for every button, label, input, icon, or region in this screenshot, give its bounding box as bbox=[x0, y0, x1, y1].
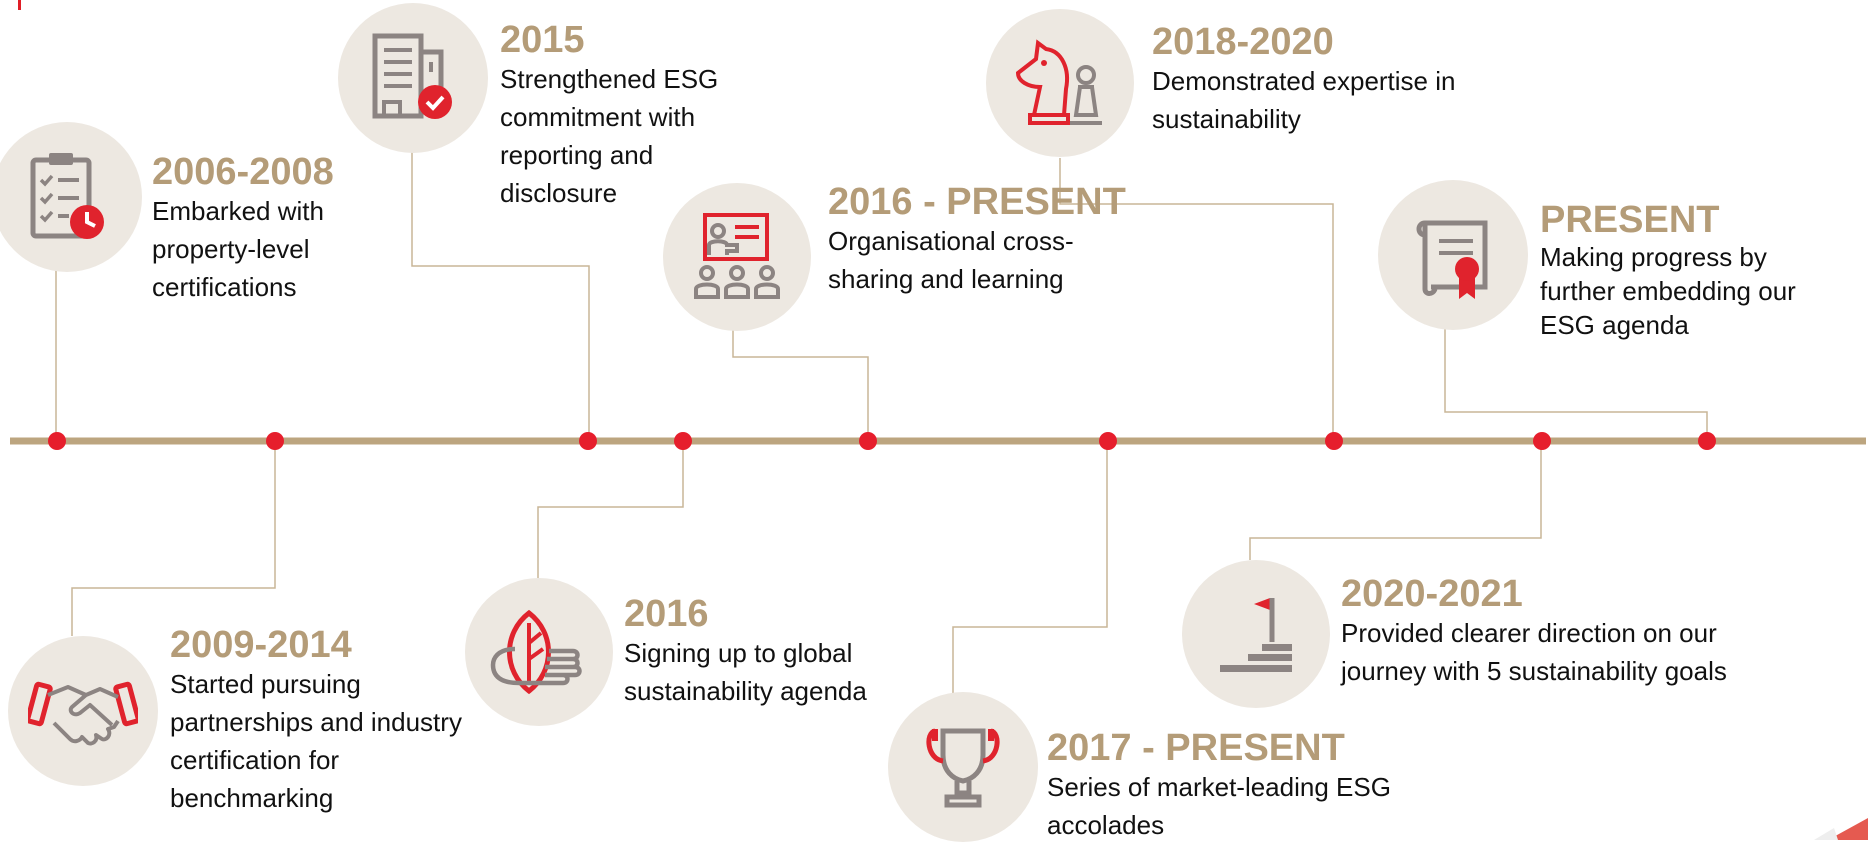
trophy-icon bbox=[921, 721, 1005, 813]
timeline-dot bbox=[1325, 432, 1343, 450]
connector-2017-present bbox=[952, 441, 1108, 695]
timeline-dot bbox=[579, 432, 597, 450]
milestone-icon-circle bbox=[1182, 560, 1330, 708]
milestone-description: Making progress by further embedding our… bbox=[1540, 242, 1796, 340]
milestone-description: Provided clearer direction on our journe… bbox=[1341, 618, 1727, 686]
milestone-description: Strengthened ESG commitment with reporti… bbox=[500, 64, 719, 208]
timeline-dot bbox=[1099, 432, 1117, 450]
milestone-year: 2018-2020 bbox=[1152, 21, 1334, 63]
milestone-description: Started pursuing partnerships and indust… bbox=[170, 669, 462, 813]
timeline-dot bbox=[266, 432, 284, 450]
milestone-year: PRESENT bbox=[1540, 199, 1720, 241]
report-document-checkmark-icon bbox=[371, 32, 455, 124]
milestone-year: 2016 bbox=[624, 593, 709, 635]
milestone-icon-circle bbox=[888, 692, 1038, 842]
connector-2018-2020 bbox=[1059, 158, 1334, 441]
connector-2009-2014 bbox=[71, 441, 276, 636]
milestone-year: 2017 - PRESENT bbox=[1047, 727, 1345, 769]
milestone-year: 2009-2014 bbox=[170, 624, 352, 666]
milestone-year: 2016 - PRESENT bbox=[828, 181, 1126, 223]
milestone-2016: 2016 Signing up to global sustainability… bbox=[624, 594, 924, 710]
milestone-description: Embarked with property-level certificati… bbox=[152, 196, 324, 302]
milestone-present: PRESENT Making progress by further embed… bbox=[1540, 200, 1840, 342]
certificate-ribbon-icon bbox=[1411, 209, 1495, 301]
milestone-icon-circle bbox=[465, 578, 613, 726]
milestone-2015: 2015 Strengthened ESG commitment with re… bbox=[500, 20, 760, 212]
milestone-icon-circle bbox=[1378, 180, 1528, 330]
milestone-2009-2014: 2009-2014 Started pursuing partnerships … bbox=[170, 625, 470, 817]
connector-2020-2021 bbox=[1249, 441, 1542, 560]
milestone-2016-present: 2016 - PRESENT Organisational cross-shar… bbox=[828, 182, 1128, 298]
timeline-dot bbox=[1698, 432, 1716, 450]
corner-accent-mark bbox=[18, 0, 21, 10]
milestone-description: Organisational cross-sharing and learnin… bbox=[828, 226, 1074, 294]
timeline-dot bbox=[674, 432, 692, 450]
milestone-icon-circle bbox=[8, 636, 158, 786]
milestone-2006-2008: 2006-2008 Embarked with property-level c… bbox=[152, 152, 412, 306]
connector-2015 bbox=[411, 150, 590, 441]
milestone-description: Demonstrated expertise in sustainability bbox=[1152, 66, 1456, 134]
milestone-icon-circle bbox=[986, 9, 1134, 157]
milestone-2017-present: 2017 - PRESENT Series of market-leading … bbox=[1047, 728, 1447, 844]
hand-holding-leaf-icon bbox=[489, 609, 589, 695]
milestone-description: Series of market-leading ESG accolades bbox=[1047, 772, 1391, 840]
milestone-year: 2006-2008 bbox=[152, 151, 334, 193]
chess-knight-pawn-icon bbox=[1010, 35, 1110, 131]
clipboard-checklist-clock-icon bbox=[27, 150, 107, 245]
presentation-audience-icon bbox=[691, 211, 783, 303]
timeline-dot bbox=[48, 432, 66, 450]
milestone-icon-circle bbox=[0, 122, 142, 272]
connector-2016-present bbox=[732, 330, 869, 441]
milestone-year: 2015 bbox=[500, 19, 585, 61]
connector-2016 bbox=[537, 441, 684, 578]
corner-decoration bbox=[1814, 818, 1868, 840]
milestone-2020-2021: 2020-2021 Provided clearer direction on … bbox=[1341, 574, 1761, 690]
milestone-2018-2020: 2018-2020 Demonstrated expertise in sust… bbox=[1152, 22, 1492, 138]
milestone-icon-circle bbox=[338, 3, 488, 153]
milestone-year: 2020-2021 bbox=[1341, 573, 1523, 615]
milestone-description: Signing up to global sustainability agen… bbox=[624, 638, 867, 706]
timeline-dot bbox=[1533, 432, 1551, 450]
handshake-icon bbox=[28, 671, 138, 751]
connector-present bbox=[1444, 325, 1708, 441]
timeline-dot bbox=[859, 432, 877, 450]
stairs-flag-icon bbox=[1214, 592, 1298, 676]
milestone-icon-circle bbox=[663, 183, 811, 331]
